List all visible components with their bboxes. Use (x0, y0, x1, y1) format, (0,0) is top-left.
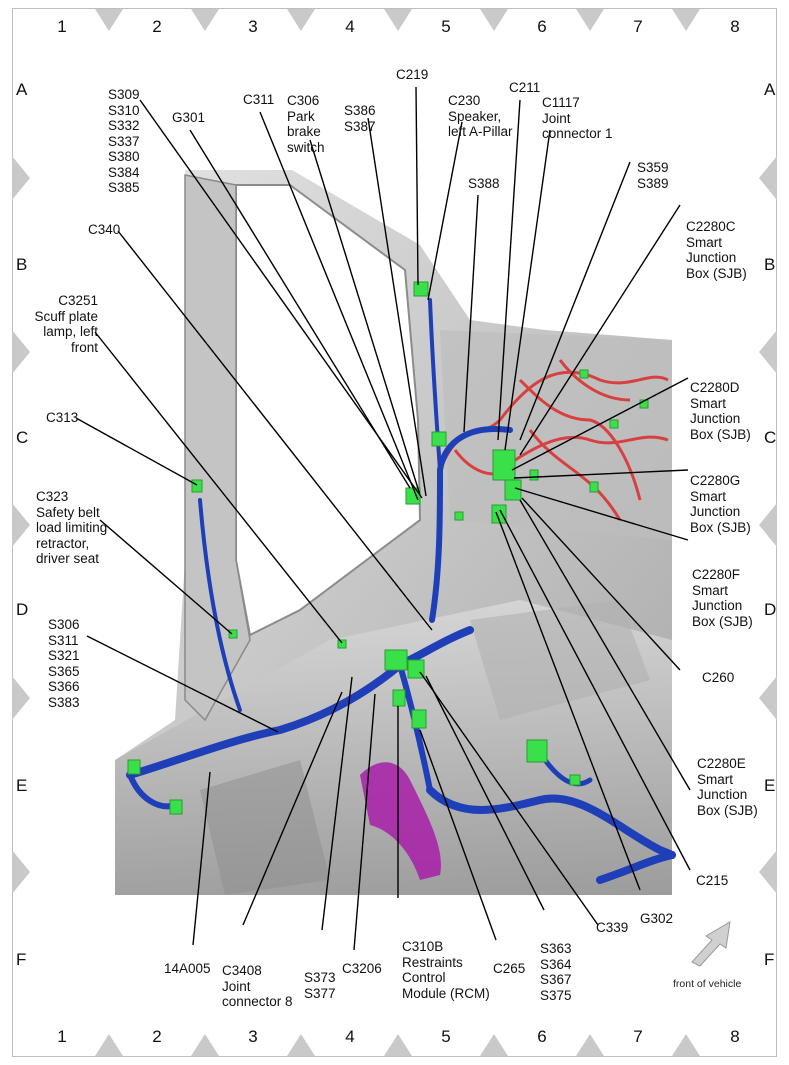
callout-c311: C311 (243, 92, 275, 107)
grid-col-8-top: 8 (730, 17, 740, 36)
grid-marker-top (191, 9, 219, 31)
grid-row-c-left: C (16, 428, 29, 447)
grid-marker-left (12, 156, 30, 200)
grid-col-4-top: 4 (345, 17, 355, 36)
grid-row-a-right: A (764, 80, 776, 99)
grid-row-d-left: D (16, 600, 29, 619)
callout-c340: C340 (88, 222, 121, 237)
vehicle-body (115, 170, 672, 895)
connectors (127, 281, 649, 815)
grid-marker-bottom (191, 1034, 219, 1056)
grid-marker-bottom (480, 1034, 508, 1056)
callout-c313: C313 (46, 410, 79, 425)
grid-col-2-bottom: 2 (152, 1027, 162, 1046)
callout-c3206: C3206 (342, 961, 382, 976)
grid-col-5-bottom: 5 (441, 1027, 451, 1046)
grid-row-f-left: F (16, 950, 27, 969)
callout-c219: C219 (396, 67, 429, 82)
leader-lines (75, 86, 691, 951)
grid-marker-bottom (576, 1034, 604, 1056)
grid-row-f-right: F (764, 950, 775, 969)
grid-marker-top (576, 9, 604, 31)
grid-marker-top (287, 9, 315, 31)
sjb-harness-red (438, 359, 669, 521)
grid-col-1-bottom: 1 (57, 1027, 67, 1046)
callout-c215: C215 (696, 873, 729, 888)
grid-marker-left (12, 330, 30, 374)
grid-col-3-top: 3 (248, 17, 258, 36)
front-of-vehicle-label: front of vehicle (673, 978, 742, 990)
grid-marker-bottom (672, 1034, 700, 1056)
front-arrow-icon (691, 921, 731, 967)
grid-marker-left (12, 850, 30, 894)
grid-marker-top (95, 9, 123, 31)
grid-marker-right (759, 156, 777, 200)
grid-col-7-top: 7 (633, 17, 643, 36)
grid-marker-bottom (384, 1034, 412, 1056)
grid-row-b-left: B (16, 255, 28, 274)
callout-g302: G302 (640, 911, 674, 926)
callout-14a005: 14A005 (164, 961, 211, 976)
grid-row-c-right: C (764, 428, 777, 447)
grid-marker-left (12, 676, 30, 720)
grid-row-a-left: A (16, 80, 28, 99)
grid-col-1-top: 1 (57, 17, 67, 36)
grid-marker-top (384, 9, 412, 31)
grid-marker-right (759, 503, 777, 547)
grid-col-2-top: 2 (152, 17, 162, 36)
callout-s388: S388 (468, 176, 500, 191)
grid-row-b-right: B (764, 255, 776, 274)
grid-marker-right (759, 676, 777, 720)
rcm-bracket (360, 762, 441, 880)
callout-c265: C265 (493, 961, 526, 976)
grid-col-5-top: 5 (441, 17, 451, 36)
grid-row-d-right: D (764, 600, 777, 619)
grid-col-7-bottom: 7 (633, 1027, 643, 1046)
grid-marker-bottom (287, 1034, 315, 1056)
grid-marker-left (12, 503, 30, 547)
callout-g301: G301 (172, 110, 206, 125)
grid-row-e-right: E (764, 776, 776, 795)
grid-marker-right (759, 330, 777, 374)
grid-col-3-bottom: 3 (248, 1027, 258, 1046)
grid-marker-bottom (95, 1034, 123, 1056)
grid-col-6-top: 6 (537, 17, 547, 36)
grid-col-4-bottom: 4 (345, 1027, 355, 1046)
grid-marker-top (672, 9, 700, 31)
grid-marker-top (480, 9, 508, 31)
callout-c339: C339 (596, 920, 629, 935)
grid-row-e-left: E (16, 776, 28, 795)
grid-col-8-bottom: 8 (730, 1027, 740, 1046)
callout-c260: C260 (702, 670, 735, 685)
grid-col-6-bottom: 6 (537, 1027, 547, 1046)
callout-c211: C211 (509, 80, 541, 95)
grid-marker-right (759, 850, 777, 894)
